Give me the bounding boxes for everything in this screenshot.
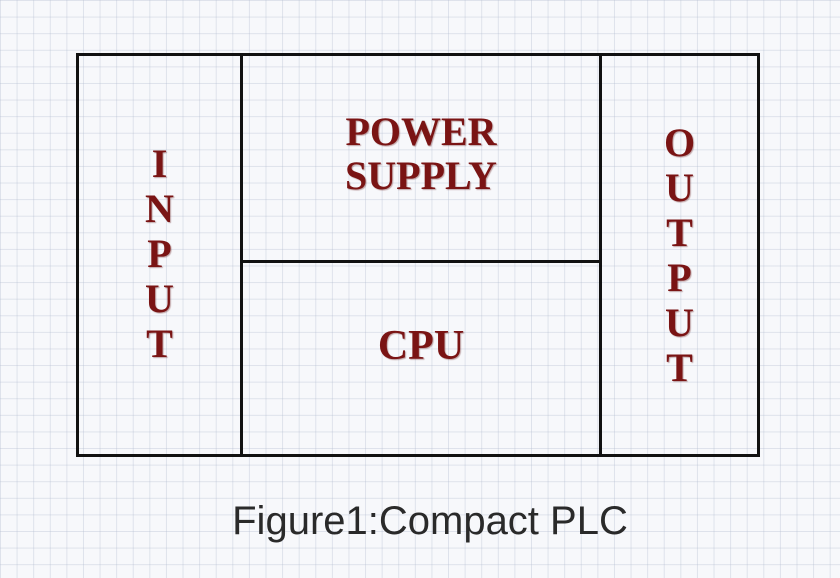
output-block: OUTPUT bbox=[602, 56, 757, 454]
power-supply-label: POWER SUPPLY bbox=[345, 109, 497, 198]
power-supply-block: POWER SUPPLY bbox=[243, 56, 599, 260]
plc-diagram: INPUT POWER SUPPLY CPU OUTPUT bbox=[76, 53, 760, 457]
divider-right bbox=[599, 56, 602, 454]
input-block: INPUT bbox=[79, 56, 240, 454]
divider-middle bbox=[243, 260, 602, 263]
cpu-block: CPU bbox=[243, 263, 599, 454]
cpu-label: CPU bbox=[377, 323, 465, 369]
divider-left bbox=[240, 56, 243, 454]
figure-caption: Figure1:Compact PLC bbox=[232, 499, 628, 543]
output-label: OUTPUT bbox=[657, 120, 702, 390]
input-label: INPUT bbox=[137, 141, 182, 366]
